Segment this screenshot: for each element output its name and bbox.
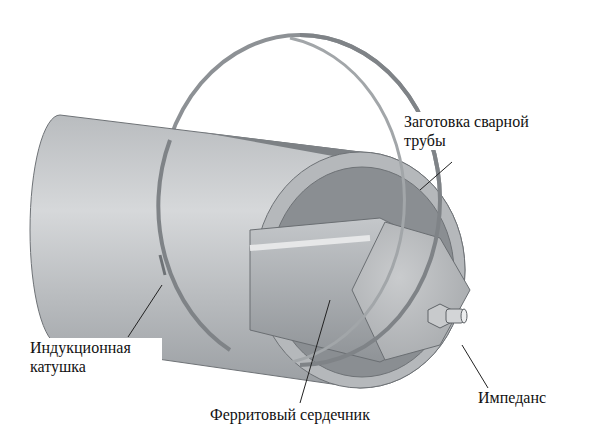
nozzle-end: [461, 309, 467, 323]
leader-line: [420, 162, 452, 190]
part-label: Заготовка сварной трубы: [402, 112, 556, 150]
impeder-face: [352, 222, 470, 360]
leader-line: [462, 345, 488, 388]
leader-line: [128, 285, 162, 337]
part-label: Индукционная катушка: [28, 338, 162, 376]
part-label: Импеданс: [476, 388, 548, 407]
coil-left: [158, 140, 230, 350]
coil-front-turn: [290, 38, 404, 362]
coil-front: [300, 35, 440, 365]
coil-lead: [160, 255, 165, 275]
leader-line: [300, 300, 330, 403]
part-label: Ферритовый сердечник: [208, 405, 372, 424]
core-highlight: [250, 238, 370, 248]
